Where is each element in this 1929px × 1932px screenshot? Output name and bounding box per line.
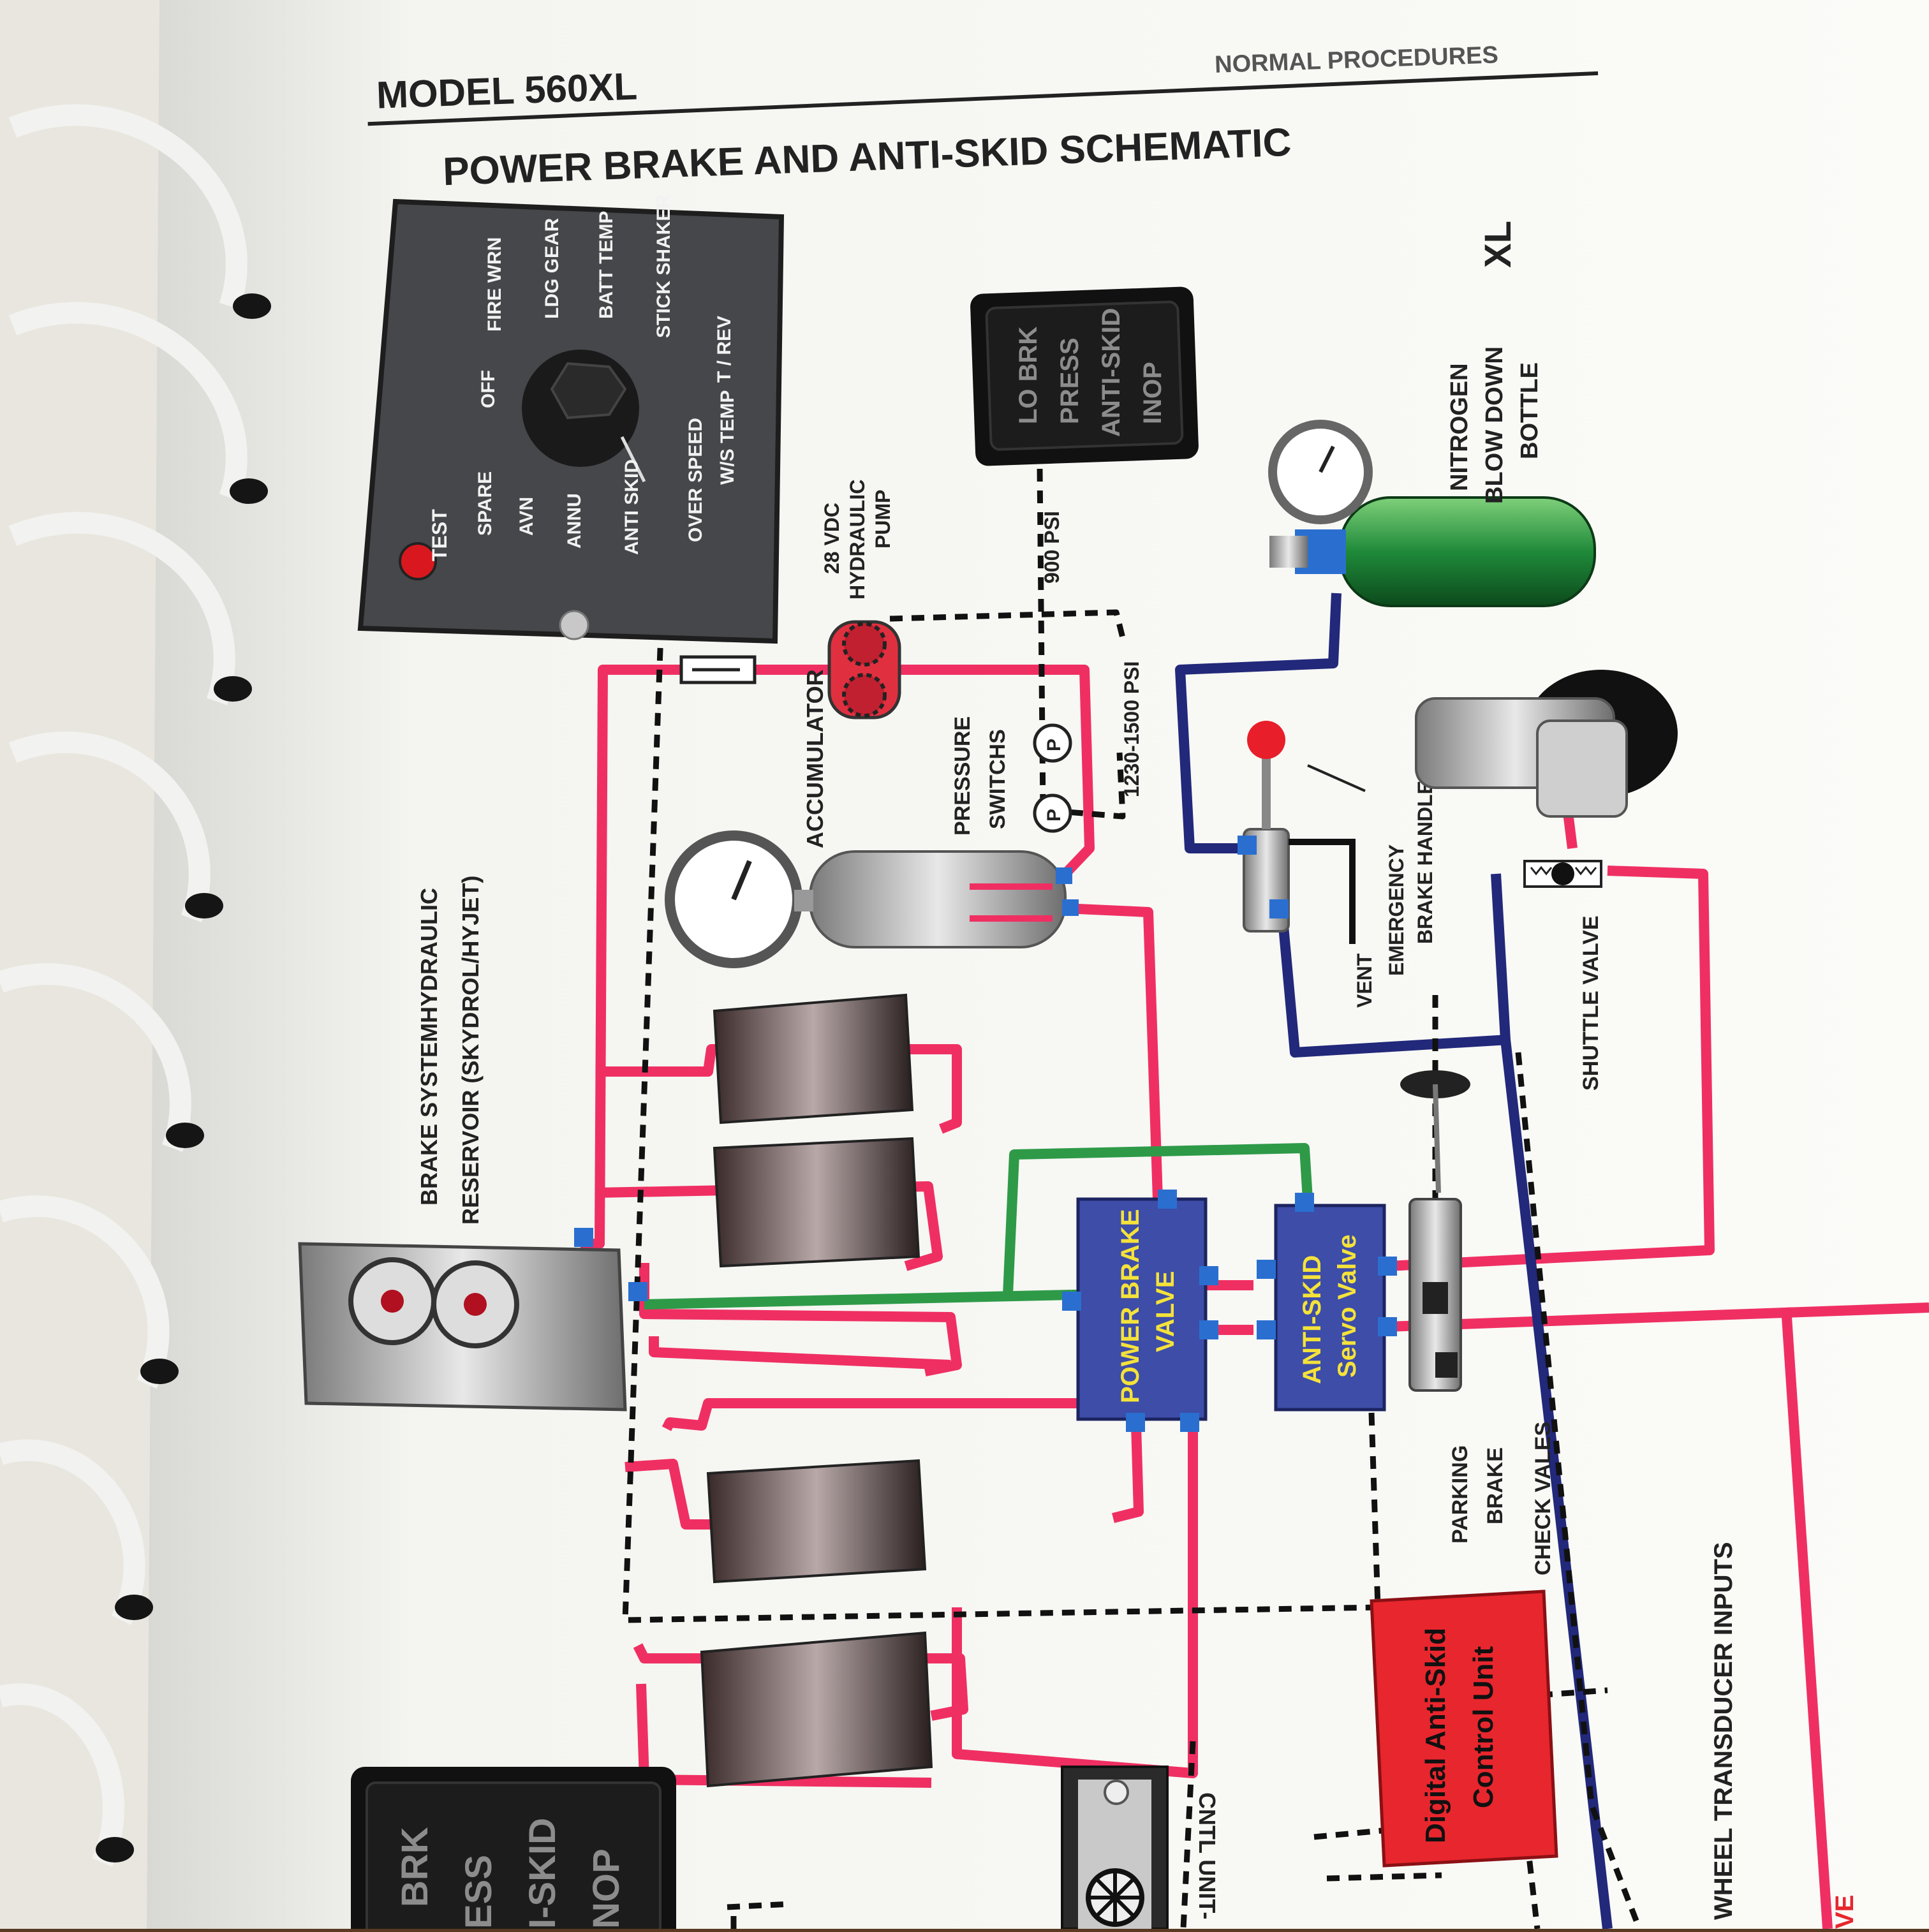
nitrogen-label-1: NITROGEN (1446, 363, 1473, 491)
panel-screw-icon (559, 610, 589, 640)
emergency-brake-actuator (1415, 670, 1678, 818)
pressure-switch-symbol: P (1044, 739, 1065, 751)
electrical-lines (622, 468, 1643, 1930)
partial-line-3: I-SKID (522, 1818, 563, 1929)
partial-annunciator: BRK ESS I-SKID NOP (351, 1767, 676, 1932)
pos-batt-temp: BATT TEMP (596, 211, 617, 319)
header-rule (367, 71, 1599, 126)
wheel-transducer-label: WHEEL TRANSDUCER INPUTS (1710, 1542, 1738, 1920)
partial-line-4: NOP (586, 1848, 627, 1929)
emergency-brake-handle-knob[interactable] (1247, 721, 1285, 759)
pos-off: OFF (478, 370, 499, 408)
pos-ldg-gear: LDG GEAR (542, 218, 563, 319)
knob-pointer (620, 436, 646, 483)
pressure-switches-label-2: SWITCHS (986, 729, 1010, 829)
pressure-switches-label-1: PRESSURE (950, 716, 975, 836)
pos-stick-shaker: STICK SHAKER (653, 195, 674, 338)
pos-annu: ANNU (564, 493, 585, 549)
parking-brake: PARKING BRAKE CHECK VALES (1400, 1070, 1555, 1575)
lo-brk-press-annunciator: LO BRK PRESS ANTI-SKID INOP (970, 286, 1199, 466)
parking-brake-label-1: PARKING (1448, 1445, 1472, 1544)
reservoir-sight-gauge-icon (348, 1257, 519, 1348)
annunciator-line-1: LO BRK (1014, 327, 1042, 424)
emergency-brake-label-1: EMERGENCY (1385, 844, 1408, 976)
switch-screw-icon (1104, 1780, 1129, 1805)
pos-over-speed: OVER SPEED (685, 418, 706, 542)
knob-hex-face (550, 362, 627, 420)
pressure-switch-icon (1033, 723, 1072, 763)
hydraulic-pump: 28 VDC HYDRAULIC PUMP (820, 480, 901, 719)
reservoir-label-2: RESERVOIR (SKYDROL/HYJET) (457, 876, 484, 1225)
nitrogen-blowdown-bottle: NITROGEN BLOW DOWN BOTTLE (1268, 346, 1596, 607)
shuttle-valve: SHUTTLE VALVE (1523, 860, 1603, 1091)
pump-label-3: PUMP (871, 490, 894, 549)
parking-brake-label-2: BRAKE (1483, 1447, 1507, 1524)
cntl-unit-switch: CNTL UNIT- (1061, 1766, 1220, 1930)
power-brake-valve: POWER BRAKE VALVE (1062, 1190, 1218, 1432)
emergency-brake-label-2: BRAKE HANDLE (1414, 781, 1437, 944)
annunciator-line-2: PRESS (1056, 337, 1084, 424)
pos-t-rev: T / REV (714, 316, 735, 383)
pump-gear-icon (842, 673, 887, 718)
annunciator-line-4: INOP (1139, 362, 1167, 424)
pump-label-2: HYDRAULIC (846, 480, 869, 600)
vent-label: VENT (1353, 953, 1376, 1008)
xl-mark: XL (1477, 221, 1519, 268)
pressure-switches: P P PRESSURE SWITCHS (950, 716, 1072, 836)
control-unit-label-2: Control Unit (1468, 1646, 1499, 1808)
brake-pedal (706, 1459, 927, 1584)
check-vales-label: CHECK VALES (1531, 1422, 1555, 1575)
control-unit-label-1: Digital Anti-Skid (1420, 1628, 1451, 1843)
power-brake-valve-label-1: POWER BRAKE (1116, 1209, 1144, 1403)
test-button[interactable] (399, 542, 437, 580)
pos-spare: SPARE (475, 471, 496, 536)
nitrogen-label-3: BOTTLE (1516, 362, 1543, 459)
annunciator-line-3: ANTI-SKID (1097, 308, 1125, 437)
brake-pedal (713, 993, 914, 1125)
pos-fire-wrn: FIRE WRN (484, 237, 505, 332)
partial-ve-label: VE (1831, 1895, 1859, 1929)
anti-skid-label-1: ANTI-SKID (1298, 1255, 1326, 1384)
pos-anti-skid: ANTI SKID (621, 459, 642, 555)
anti-skid-control-unit: Digital Anti-Skid Control Unit (1370, 1589, 1558, 1868)
handle-pointer-arrow (1307, 764, 1366, 792)
pump-gear-icon (842, 622, 887, 667)
accumulator-label: ACCUMULATOR (802, 669, 828, 848)
reservoir-label-1: BRAKE SYSTEMHYDRAULIC (416, 888, 442, 1206)
shuttle-valve-label: SHUTTLE VALVE (1579, 915, 1603, 1091)
accumulator: ACCUMULATOR (665, 669, 1079, 968)
anti-skid-servo-valve: ANTI-SKID Servo Valve (1257, 1193, 1397, 1412)
model-label: MODEL 560XL (376, 65, 638, 117)
brake-pedals (700, 993, 933, 1788)
psi-range-label: 1230-1500 PSI (1120, 661, 1143, 798)
page-edge-stack (0, 0, 172, 1929)
brake-pedal (700, 1631, 933, 1788)
emergency-brake-valve: EMERGENCY BRAKE HANDLE VENT (1238, 721, 1437, 1008)
cntl-unit-label: CNTL UNIT- (1194, 1792, 1220, 1919)
spiral-binding (0, 104, 248, 1867)
pos-ws-temp: W/S TEMP (717, 390, 738, 485)
brake-reservoir: BRAKE SYSTEMHYDRAULIC RESERVOIR (SKYDROL… (298, 876, 647, 1412)
inline-filter (679, 655, 757, 684)
anti-skid-label-2: Servo Valve (1333, 1234, 1361, 1378)
partial-line-1: BRK (394, 1827, 436, 1907)
power-brake-valve-label-2: VALVE (1151, 1271, 1179, 1352)
brake-pedal (713, 1137, 920, 1268)
rotary-test-panel: TEST OFF FIRE WRN LDG GEAR BATT TEMP STI… (357, 195, 785, 644)
binding-holes (96, 293, 271, 1862)
nitrogen-label-2: BLOW DOWN (1481, 346, 1508, 504)
pump-label-1: 28 VDC (820, 503, 843, 574)
pressure-switch-symbol: P (1044, 809, 1065, 822)
partial-line-2: ESS (458, 1855, 499, 1929)
pos-avn: AVN (516, 497, 537, 536)
psi-900-label: 900 PSI (1040, 511, 1063, 584)
pressure-switch-icon (1033, 793, 1072, 833)
test-label: TEST (428, 509, 451, 561)
